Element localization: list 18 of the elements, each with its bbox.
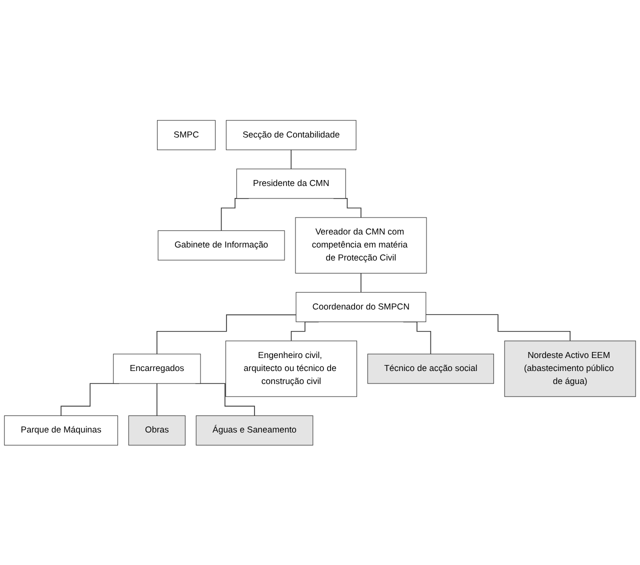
node-box: Nordeste Activo EEM (abastecimento público de água) [504,340,636,397]
node-box: Engenheiro civil, arquitecto ou técnico de construção civil [225,340,358,397]
node-box: Presidente da CMN [236,168,346,198]
node-box: Coordenador do SMPCN [296,292,426,322]
node-box: Vereador da CMN com competência em matéria de Protecção Civil [295,216,427,274]
node-box: Parque de Máquinas [4,415,118,446]
node-box: SMPC [157,120,216,150]
node-box: Águas e Saneamento [196,415,314,446]
connector [156,382,158,416]
node-box: Obras [128,415,186,446]
node-box: Encarregados [113,353,201,384]
connector [426,314,571,342]
connector [156,314,296,354]
connector [290,149,292,170]
node-box: Secção de Contabilidade [226,120,356,150]
node-box: Técnico de acção social [367,353,494,384]
node-box: Gabinete de Informação [158,230,285,260]
connector [360,272,362,292]
